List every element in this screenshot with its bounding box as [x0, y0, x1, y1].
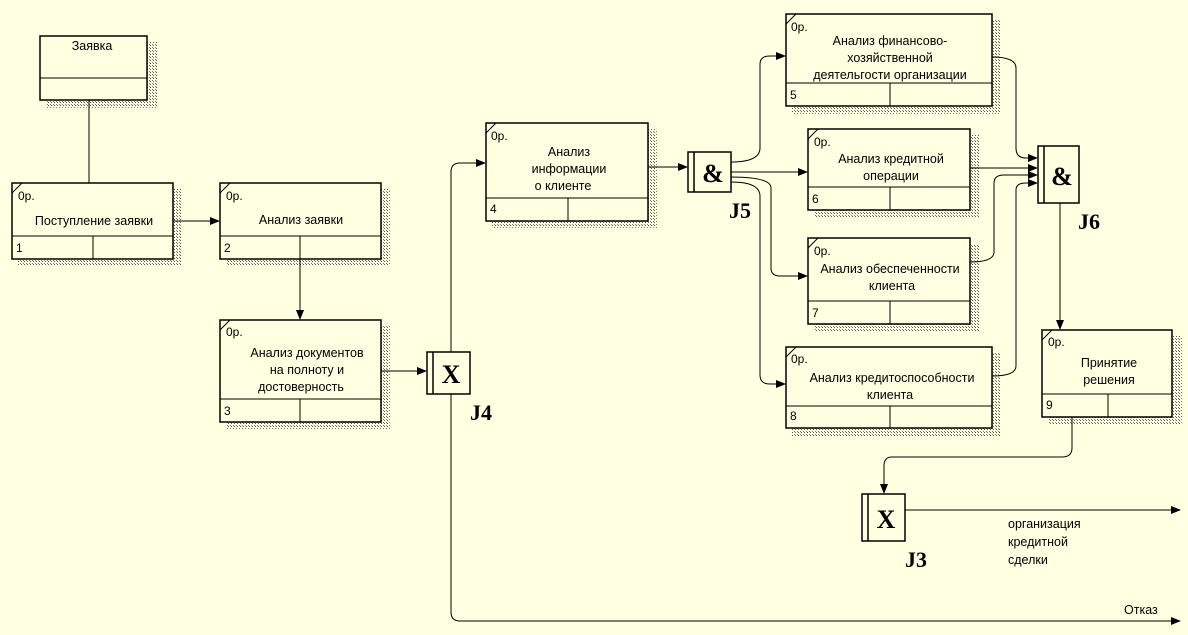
uow-box-8[interactable]: 0р. Анализ кредитоспособности клиента 8 [785, 346, 1001, 436]
uow-number: 3 [224, 404, 231, 418]
output-deal-line: организация [1008, 517, 1081, 531]
uow-title-line: о клиенте [535, 179, 592, 193]
uow-number: 9 [1046, 398, 1053, 412]
uow-title-line: информации [532, 162, 607, 176]
uow-op-label: 0р. [814, 244, 831, 258]
links [88, 52, 1181, 625]
uow-number: 4 [490, 202, 497, 216]
junction-label: J5 [729, 198, 751, 223]
junction-j4[interactable]: X J4 [426, 351, 492, 425]
uow-number: 2 [224, 241, 231, 255]
uow-box-2[interactable]: 0р. Анализ заявки 2 [219, 182, 390, 266]
object-label: Заявка [72, 39, 113, 53]
output-deal-line: сделки [1008, 553, 1048, 567]
link-j5-to-5 [730, 52, 786, 163]
junction-symbol: X [442, 360, 461, 389]
uow-box-1[interactable]: 0р. Поступление заявки 1 [11, 182, 182, 266]
uow-op-label: 0р. [791, 352, 808, 366]
junction-label: J3 [905, 547, 927, 572]
uow-title-line: на полноту и [270, 363, 344, 377]
uow-box-3[interactable]: 0р. Анализ документов на полноту и досто… [219, 319, 390, 429]
uow-number: 8 [790, 409, 797, 423]
uow-title-line: Анализ [548, 145, 590, 159]
uow-title-line: Анализ документов [250, 346, 364, 360]
link-8-to-j6 [991, 179, 1038, 377]
uow-number: 6 [812, 192, 819, 206]
uow-title-line: хозяйственной [847, 51, 933, 65]
junction-j5[interactable]: & J5 [687, 151, 751, 223]
link-j5-to-8 [730, 181, 786, 388]
link-j4-to-4 [450, 159, 486, 352]
uow-title-line: клиента [867, 388, 913, 402]
uow-box-5[interactable]: 0р. Анализ финансово- хозяйственной деят… [785, 13, 1001, 114]
uow-title-line: Анализ кредитной [838, 152, 944, 166]
uow-title-line: Анализ заявки [259, 213, 343, 227]
output-refusal-label: Отказ [1124, 603, 1158, 617]
link-9-to-j3 [880, 417, 1073, 494]
uow-op-label: 0р. [1048, 335, 1065, 349]
junction-j3[interactable]: X J3 [861, 493, 927, 572]
output-deal-label: организация кредитной сделки [1008, 517, 1081, 567]
uow-title-line: Анализ кредитоспособности [810, 371, 975, 385]
uow-number: 5 [790, 88, 797, 102]
uow-box-9[interactable]: 0р. Принятие решения 9 [1041, 329, 1182, 425]
uow-title-line: Анализ финансово- [833, 34, 948, 48]
uow-title-line: операции [863, 169, 919, 183]
uow-box-7[interactable]: 0р. Анализ обеспеченности клиента 7 [807, 237, 979, 332]
junction-j6[interactable]: & J6 [1037, 145, 1100, 234]
uow-op-label: 0р. [814, 135, 831, 149]
object-zayavka[interactable]: Заявка [39, 35, 158, 108]
uow-op-label: 0р. [226, 189, 243, 203]
output-deal-line: кредитной [1008, 535, 1068, 549]
uow-op-label: 0р. [18, 189, 35, 203]
uow-title-line: решения [1083, 373, 1135, 387]
link-j4-refusal [450, 394, 1181, 625]
uow-op-label: 0р. [791, 20, 808, 34]
junction-symbol: & [1051, 162, 1073, 191]
junction-label: J4 [470, 400, 492, 425]
uow-title-line: Принятие [1081, 356, 1137, 370]
junction-label: J6 [1078, 209, 1100, 234]
uow-title-line: Анализ обеспеченности [820, 262, 959, 276]
uow-title-line: достоверность [258, 380, 344, 394]
uow-box-4[interactable]: 0р. Анализ информации о клиенте 4 [485, 122, 657, 228]
uow-op-label: 0р. [491, 129, 508, 143]
uow-number: 1 [16, 241, 23, 255]
link-7-to-j6 [969, 171, 1038, 263]
junction-symbol: & [702, 159, 724, 188]
uow-box-6[interactable]: 0р. Анализ кредитной операции 6 [807, 128, 979, 218]
link-j5-to-7 [730, 176, 808, 280]
uow-title-line: Поступление заявки [35, 214, 153, 228]
uow-number: 7 [812, 306, 819, 320]
uow-title-line: клиента [869, 279, 915, 293]
junction-symbol: X [877, 505, 896, 534]
uow-title-line: деятельгости организации [813, 68, 966, 82]
uow-op-label: 0р. [226, 325, 243, 339]
link-5-to-j6 [991, 56, 1038, 162]
